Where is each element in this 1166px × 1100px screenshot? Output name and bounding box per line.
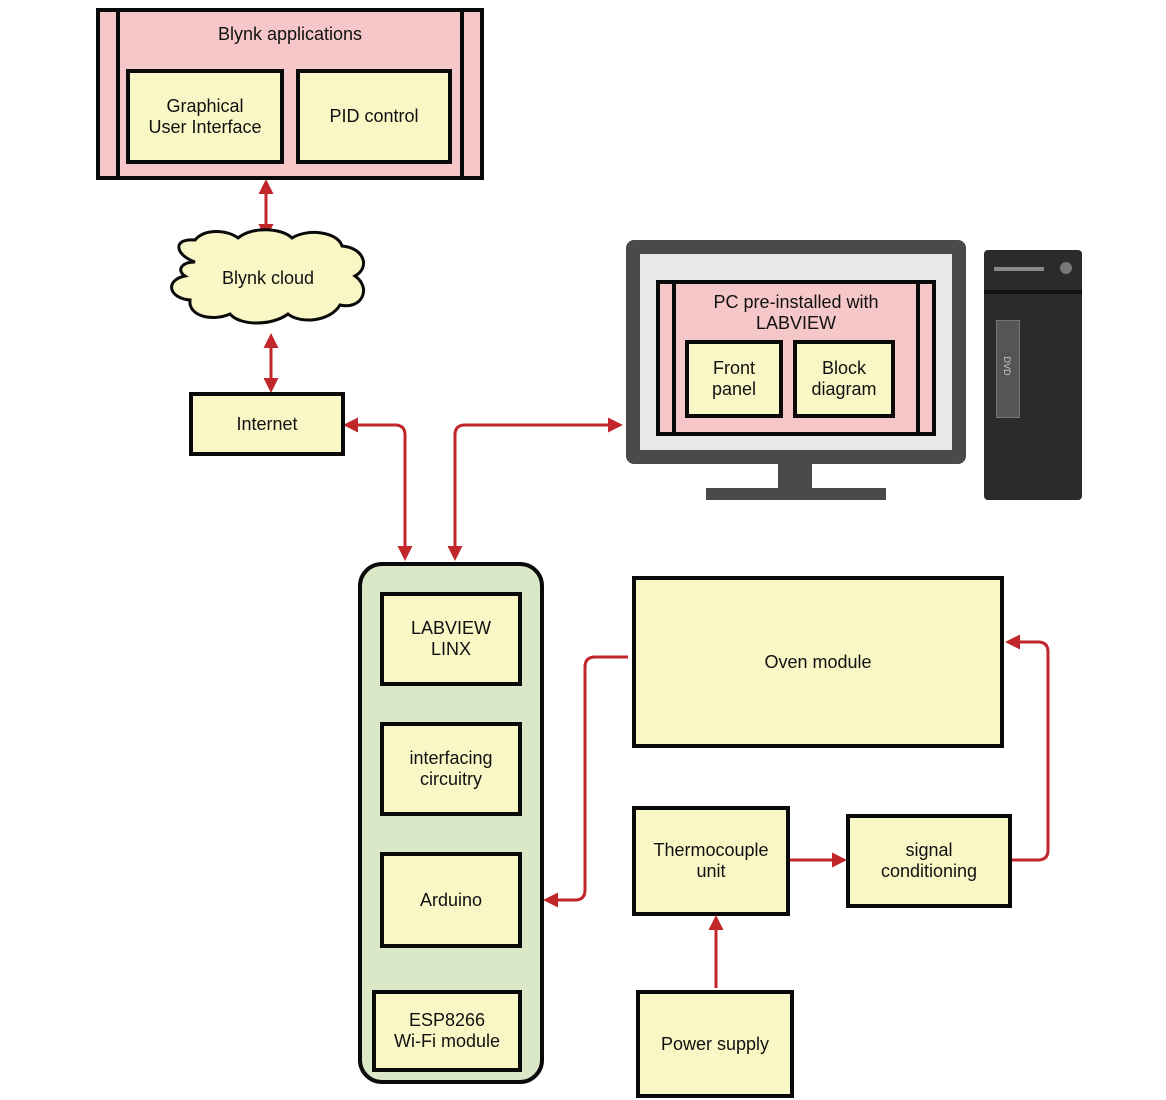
blynk-applications-title: Blynk applications — [217, 24, 363, 44]
blynk-cloud-label: Blynk cloud — [221, 268, 315, 288]
front-panel-box: Front panel — [685, 340, 783, 418]
block-diagram-box: Block diagram — [793, 340, 895, 418]
monitor-neck — [778, 462, 812, 490]
power-supply-box: Power supply — [636, 990, 794, 1098]
arrow-oven-arduino — [543, 655, 628, 908]
signal-conditioning-box: signal conditioning — [846, 814, 1012, 908]
pid-control-box: PID control — [296, 69, 452, 164]
thermocouple-unit-box: Thermocouple unit — [632, 806, 790, 916]
internet-box: Internet — [189, 392, 345, 456]
arrow-signal-oven — [1005, 634, 1050, 862]
esp8266-box: ESP8266 Wi-Fi module — [372, 990, 522, 1072]
pc-tower: DVD — [984, 250, 1082, 500]
arrow-internet-controller — [343, 417, 413, 561]
monitor-base — [706, 488, 886, 500]
arduino-box: Arduino — [380, 852, 522, 948]
dvd-label: DVD — [1002, 356, 1012, 376]
arrow-pc-controller — [447, 417, 623, 561]
dvd-drive: DVD — [996, 320, 1020, 418]
oven-module-box: Oven module — [632, 576, 1004, 748]
pc-title: PC pre-installed with LABVIEW — [713, 292, 879, 333]
interfacing-circuitry-box: interfacing circuitry — [380, 722, 522, 816]
labview-linx-box: LABVIEW LINX — [380, 592, 522, 686]
power-button-icon — [1060, 262, 1072, 274]
gui-box: Graphical User Interface — [126, 69, 284, 164]
